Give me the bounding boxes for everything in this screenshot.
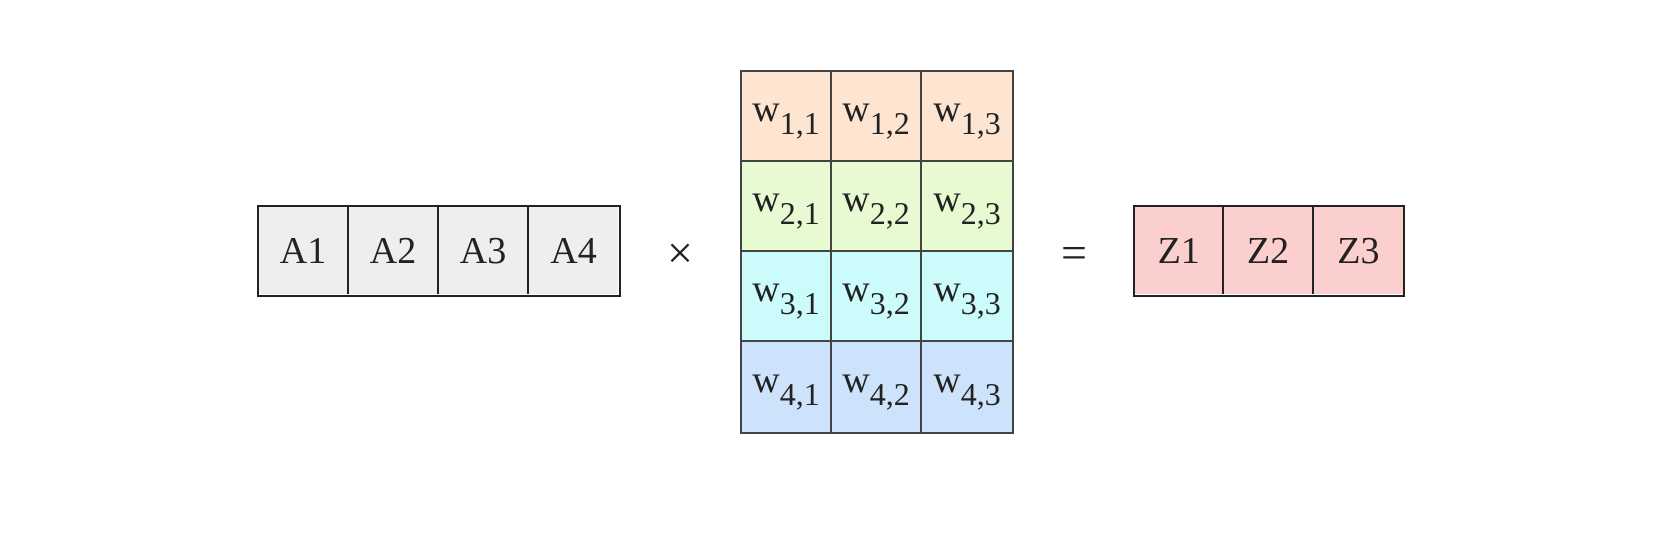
input-vector: A1 A2 A3 A4 [257,205,621,297]
weight-symbol: w [752,268,780,310]
weight-symbol: w [752,359,780,401]
input-cell-a3: A3 [439,207,529,294]
input-cell-a4: A4 [529,207,618,294]
weight-index: 2,2 [869,194,910,231]
weight-index: 4,1 [779,375,820,412]
multiply-operator: × [667,227,693,278]
weight-index: 3,1 [779,284,820,321]
weight-symbol: w [933,268,961,310]
weight-index: 2,3 [960,194,1001,231]
weight-symbol: w [842,88,870,130]
weight-index: 1,1 [779,104,820,141]
weight-symbol: w [842,268,870,310]
output-cell-z3: Z3 [1313,207,1404,294]
weight-symbol: w [842,178,870,220]
output-cell-z2: Z2 [1224,207,1314,294]
output-cell-z1: Z1 [1135,207,1225,294]
weight-index: 2,1 [779,194,820,231]
weight-index: 4,3 [960,375,1001,412]
weight-index: 1,2 [869,104,910,141]
weight-symbol: w [933,359,961,401]
input-cell-a1: A1 [259,207,349,294]
weight-symbol: w [933,88,961,130]
weight-symbol: w [933,178,961,220]
weight-index: 3,3 [960,284,1001,321]
equals-operator: = [1061,227,1087,278]
input-cell-a2: A2 [349,207,439,294]
weight-index: 1,3 [960,104,1001,141]
weight-index: 3,2 [869,284,910,321]
weight-symbol: w [752,178,780,220]
weight-symbol: w [752,88,780,130]
weight-index: 4,2 [869,375,910,412]
weight-symbol: w [842,359,870,401]
output-vector: Z1 Z2 Z3 [1133,205,1405,297]
